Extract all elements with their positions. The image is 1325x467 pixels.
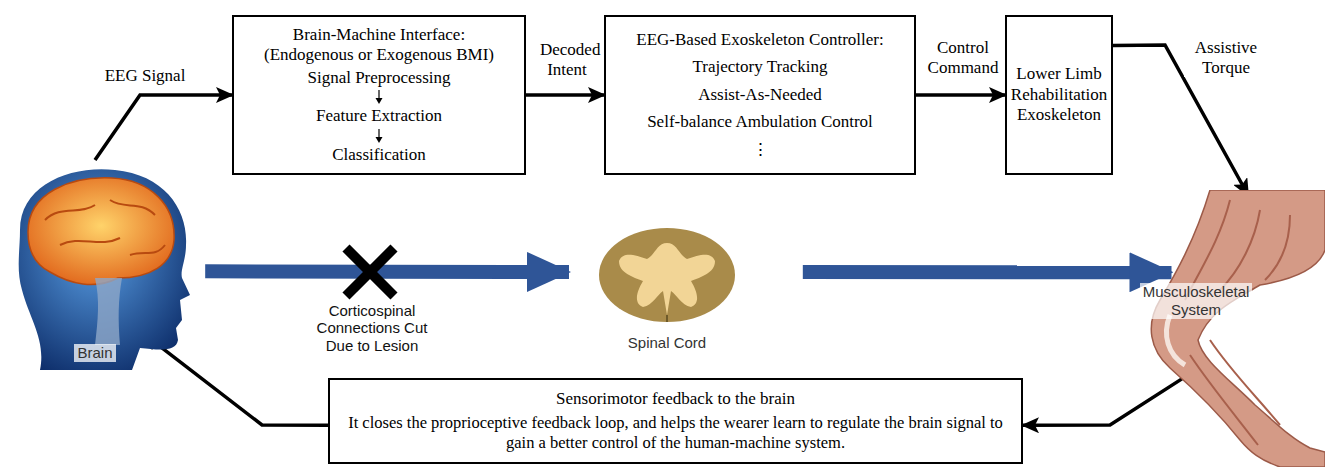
- edge-label: Decoded Intent: [538, 40, 596, 79]
- edge-label: Control Command: [922, 38, 1004, 77]
- bmi-box: Brain-Machine Interface: (Endogenous or …: [232, 15, 526, 175]
- node-text: Assist-As-Needed: [698, 85, 822, 105]
- node-text: ⋮: [752, 140, 769, 160]
- signal-arrow: [916, 93, 1005, 97]
- node-text: Classification: [332, 145, 425, 165]
- exoskeleton-box: Lower Limb Rehabilitation Exoskeleton: [1005, 15, 1113, 175]
- node-text: Brain-Machine Interface: (Endogenous or …: [254, 25, 504, 66]
- cord-illustration: [597, 225, 737, 352]
- pathway-arrow: [803, 265, 1172, 279]
- node-text: Signal Preprocessing: [307, 68, 450, 88]
- node-text: Lower Limb Rehabilitation Exoskeleton: [1011, 64, 1107, 125]
- step-arrow-shaft: [378, 129, 379, 138]
- leg-figure: Musculoskeletal System: [1140, 190, 1325, 467]
- feedback-box: Sensorimotor feedback to the brain It clo…: [328, 378, 1023, 464]
- leg-illustration: [1140, 190, 1325, 467]
- cross-symbol: [346, 248, 394, 296]
- signal-arrow: [95, 95, 232, 160]
- controller-box: EEG-Based Exoskeleton Controller: Traject…: [604, 15, 916, 175]
- step-arrow-head: [376, 137, 383, 143]
- signal-arrow: [1023, 370, 1196, 425]
- edge-label: Assistive Torque: [1184, 38, 1268, 77]
- head-silhouette: [19, 169, 190, 370]
- node-text: Spinal Cord: [628, 334, 706, 352]
- signal-arrow: [526, 93, 604, 97]
- median-fissure: [666, 315, 668, 322]
- node-text: Self-balance Ambulation Control: [647, 112, 873, 132]
- muscle-fibres: [1185, 200, 1290, 445]
- edge-label: EEG Signal: [88, 66, 202, 86]
- node-text: Trajectory Tracking: [693, 57, 828, 77]
- step-arrow-shaft: [378, 90, 379, 99]
- node-text: It closes the proprioceptive feedback lo…: [342, 413, 1009, 453]
- node-text: Feature Extraction: [316, 106, 442, 126]
- node-text: Brain: [74, 344, 115, 362]
- node-text: Musculoskeletal System: [1140, 283, 1252, 319]
- brain-folds: [45, 200, 165, 255]
- brain-figure: Brain: [0, 160, 190, 370]
- step-arrow: [374, 90, 384, 104]
- brain-illustration: [0, 160, 190, 370]
- step-arrow-head: [376, 98, 383, 104]
- brain-stem: [95, 278, 122, 345]
- brain-shape: [28, 178, 174, 285]
- node-text: Sensorimotor feedback to the brain: [556, 389, 795, 409]
- spinal-cord-figure: Spinal Cord: [597, 225, 737, 352]
- step-arrow: [374, 129, 384, 143]
- knee-tendon: [1166, 315, 1185, 365]
- pathway-arrow: [205, 264, 569, 279]
- grey-matter: [619, 243, 715, 315]
- node-text: EEG-Based Exoskeleton Controller:: [636, 30, 883, 50]
- leg-muscles: [1151, 190, 1325, 467]
- edge-label: Corticospinal Connections Cut Due to Les…: [300, 302, 444, 354]
- cord-section: [599, 228, 735, 322]
